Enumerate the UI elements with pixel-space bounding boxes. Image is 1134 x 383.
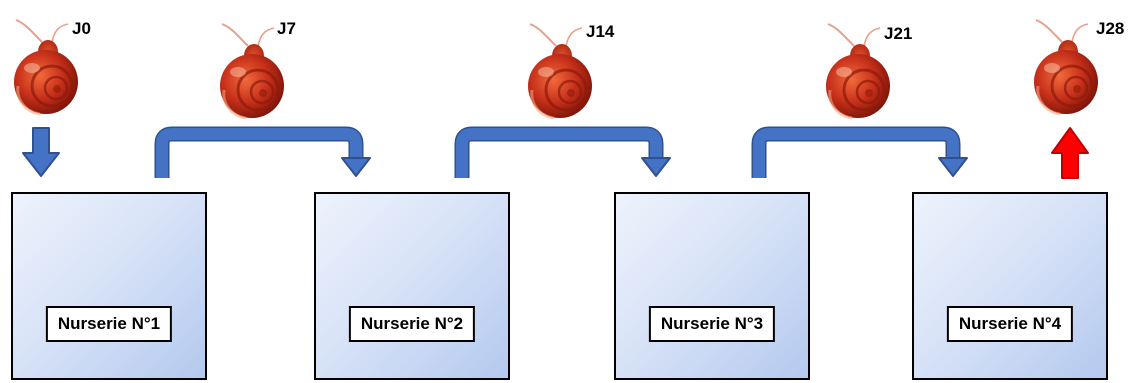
nursery-label-2: Nurserie N°2 xyxy=(348,306,476,342)
nursery-label-1: Nurserie N°1 xyxy=(45,306,173,342)
transfer-arrow-icon-2-3 xyxy=(462,134,670,178)
snail-icon-day-14 xyxy=(526,22,594,120)
day-label-j7: J7 xyxy=(277,19,296,38)
snail-icon-day-7 xyxy=(218,22,286,120)
day-label-j0: J0 xyxy=(72,19,91,38)
nursery-tank-4: Nurserie N°4 xyxy=(912,192,1108,380)
nursery-label-3: Nurserie N°3 xyxy=(648,306,776,342)
arrow-down-icon xyxy=(22,127,60,177)
snail-icon-day-0 xyxy=(12,18,80,116)
transfer-arrow-icon-3-4 xyxy=(759,134,967,178)
snail-icon-day-28 xyxy=(1032,18,1100,116)
arrow-up-icon xyxy=(1051,127,1089,179)
day-label-j21: J21 xyxy=(884,24,913,43)
transfer-arrow-icon-1-2 xyxy=(162,134,370,178)
nursery-tank-2: Nurserie N°2 xyxy=(314,192,510,380)
day-label-j14: J14 xyxy=(586,22,615,41)
snail-icon-day-21 xyxy=(824,22,892,120)
day-label-j28: J28 xyxy=(1096,19,1125,38)
nursery-tank-1: Nurserie N°1 xyxy=(11,192,207,380)
nursery-label-4: Nurserie N°4 xyxy=(946,306,1074,342)
nursery-tank-3: Nurserie N°3 xyxy=(614,192,810,380)
